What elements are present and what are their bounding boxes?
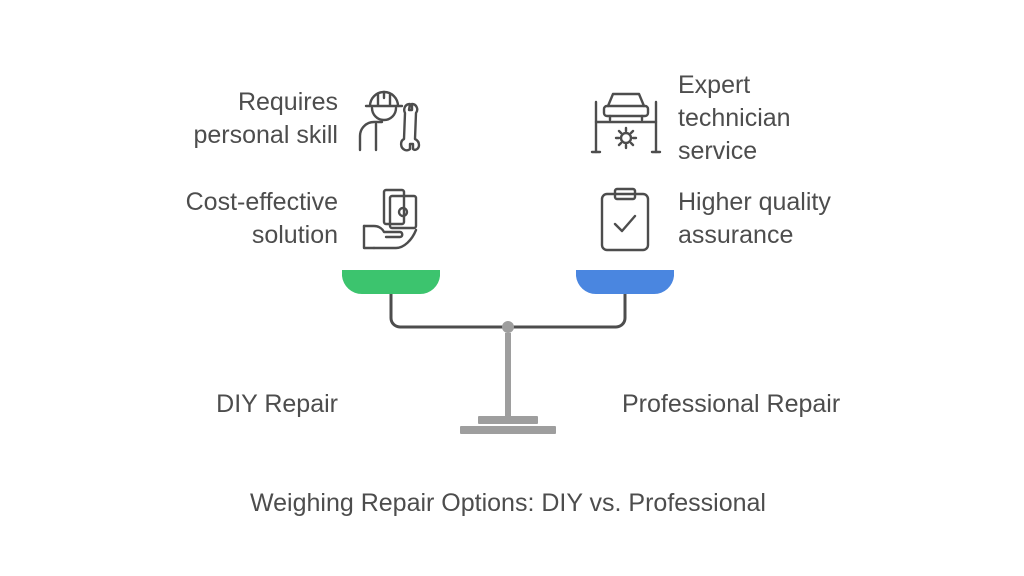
professional-pan xyxy=(576,270,674,295)
diagram-title: Weighing Repair Options: DIY vs. Profess… xyxy=(250,489,766,517)
left-item-cost-text: Cost-effective solution xyxy=(185,188,338,249)
scale-base-top xyxy=(478,416,538,424)
car-lift-gear-icon xyxy=(590,82,662,161)
diy-repair-label: DIY Repair xyxy=(216,390,338,418)
right-item-quality-text: Higher quality assurance xyxy=(678,188,831,249)
left-item-skill-text: Requires personal skill xyxy=(193,88,338,149)
worker-wrench-icon xyxy=(352,84,428,161)
professional-repair-label: Professional Repair xyxy=(622,390,841,418)
clipboard-check-icon xyxy=(596,186,654,259)
right-item-expert-text: Expert technician service xyxy=(678,71,791,165)
scale-post xyxy=(505,333,511,417)
scale-base-bottom xyxy=(460,426,556,434)
hand-money-icon xyxy=(360,186,424,257)
scale-pivot xyxy=(502,321,514,333)
diy-pan xyxy=(342,270,440,295)
